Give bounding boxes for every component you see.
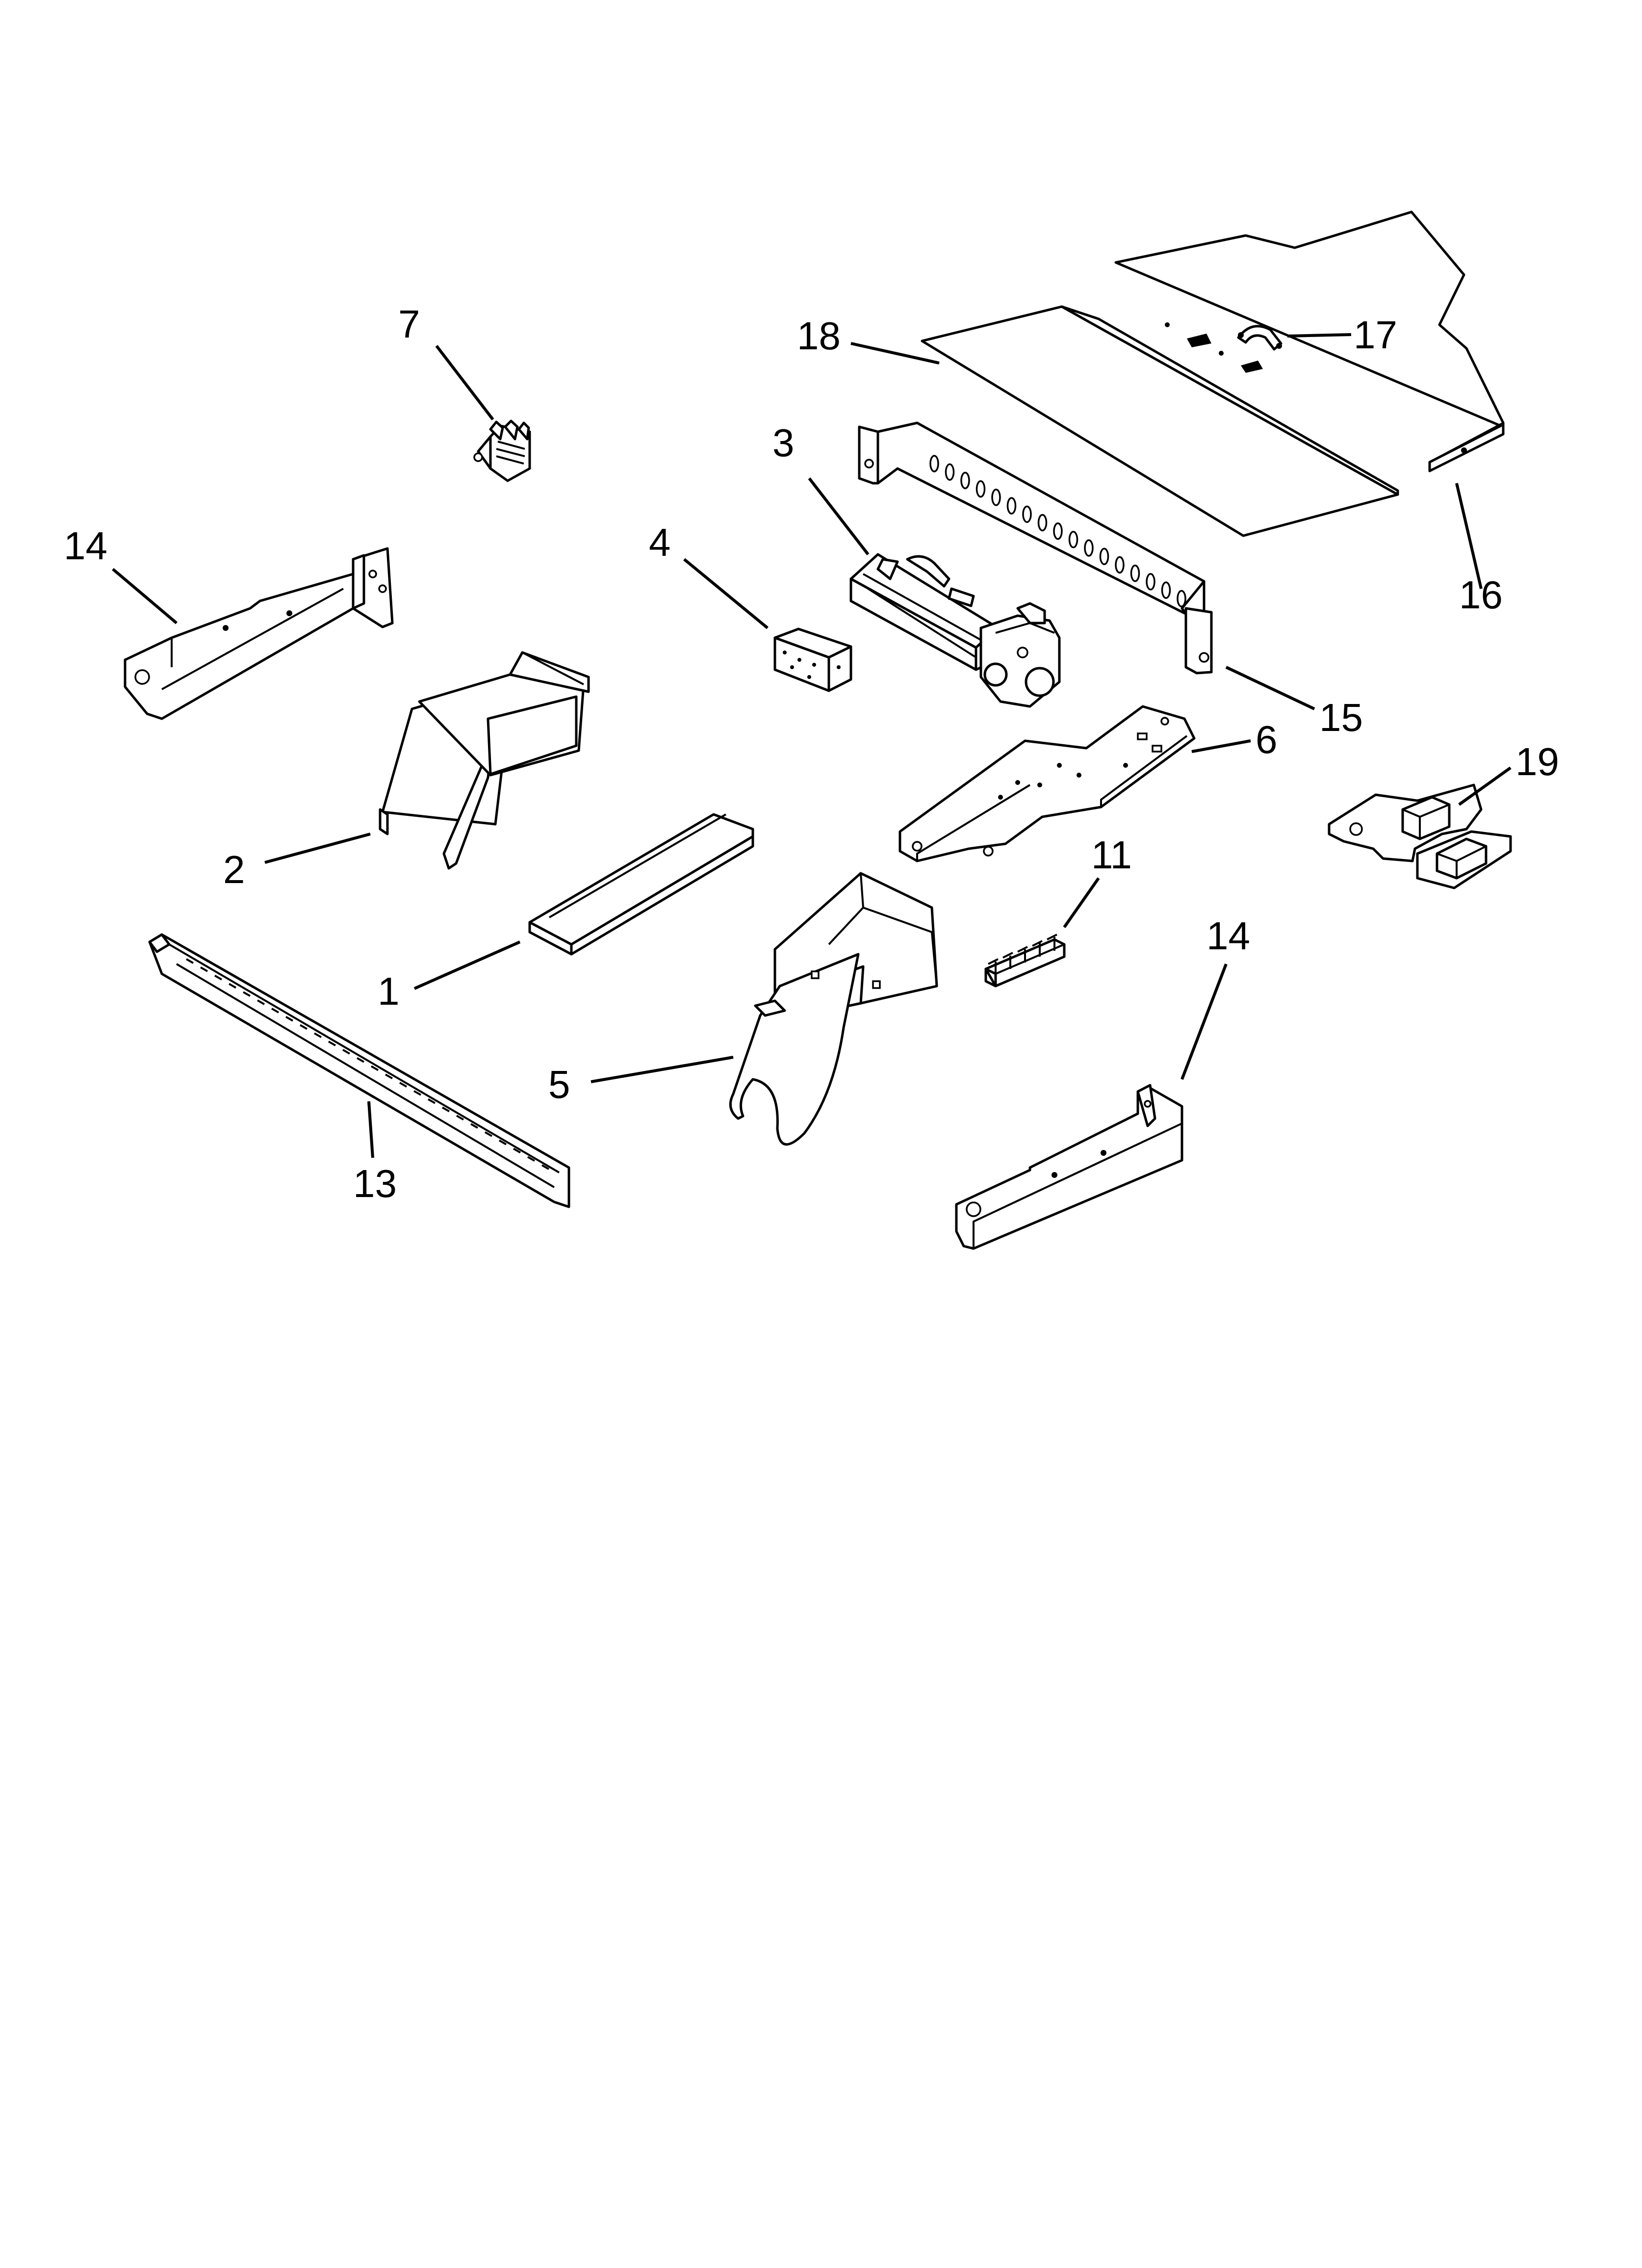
part-17-clip (1237, 325, 1283, 351)
leader-14b (1180, 963, 1228, 1080)
rail-tick (243, 991, 251, 997)
callout-11: 11 (1091, 833, 1132, 877)
rail-slot (1037, 514, 1048, 532)
rail-tick (342, 1049, 350, 1055)
rail-tick (271, 1008, 279, 1014)
leader-5 (590, 1056, 734, 1083)
callout-3: 3 (772, 421, 795, 465)
callout-14a: 14 (64, 524, 107, 568)
rail-slot (1177, 590, 1186, 607)
part-13-rail (148, 933, 570, 1208)
rail-slot (991, 489, 1001, 506)
part-14-right-bracket (955, 1084, 1183, 1250)
part-14-left-bracket (124, 547, 394, 720)
callout-17: 17 (1354, 313, 1397, 357)
callout-18: 18 (797, 314, 841, 358)
leader-3 (808, 477, 870, 555)
part-1-bar (528, 813, 754, 956)
rail-tick (385, 1073, 393, 1079)
rail-tick (186, 958, 194, 964)
rail-tick (470, 1123, 478, 1129)
rail-slot (975, 480, 986, 498)
rail-tick (357, 1057, 364, 1063)
rail-tick (257, 999, 265, 1005)
rail-tick (371, 1065, 379, 1071)
callout-14b: 14 (1206, 914, 1250, 958)
rail-slot (1115, 556, 1125, 574)
part-16-top-panel (1114, 210, 1505, 472)
leader-18 (850, 342, 940, 365)
rail-tick (485, 1131, 492, 1137)
leader-15 (1225, 666, 1315, 710)
rail-tick (328, 1041, 336, 1046)
rail-tick (499, 1139, 507, 1146)
callout-7: 7 (398, 302, 420, 346)
leader-4 (683, 558, 769, 629)
part-5-basket-duct (729, 872, 938, 1146)
rail-slot (1146, 573, 1155, 591)
rail-tick (285, 1016, 293, 1022)
leader-7 (435, 345, 494, 420)
callout-4: 4 (649, 521, 671, 564)
rail-tick (541, 1164, 549, 1170)
rail-tick (413, 1090, 421, 1096)
part-7-transformer (473, 419, 531, 482)
callout-2: 2 (223, 848, 245, 891)
rail-tick (314, 1032, 322, 1038)
rail-tick (456, 1115, 464, 1121)
leader-2 (264, 833, 371, 864)
rail-slot (1130, 564, 1140, 582)
rail-tick (442, 1106, 450, 1113)
leader-1 (413, 940, 521, 990)
rail-slot (1161, 581, 1171, 599)
rail-tick (300, 1024, 308, 1030)
part-15-perforated-rail (858, 421, 1213, 675)
callout-13: 13 (353, 1162, 397, 1205)
leader-16 (1455, 483, 1483, 589)
leader-13 (367, 1101, 374, 1158)
callout-5: 5 (548, 1063, 570, 1106)
leader-lines (112, 333, 1512, 1158)
rail-tick (200, 966, 208, 972)
callout-16: 16 (1459, 573, 1503, 617)
rail-slot (960, 471, 970, 490)
part-11-terminal-block (984, 934, 1066, 988)
leader-19 (1458, 766, 1512, 806)
rail-slot (929, 455, 939, 472)
rail-tick (527, 1156, 535, 1162)
leader-14a (112, 568, 178, 625)
rail-slot (1099, 547, 1109, 565)
part-2-duct (379, 651, 590, 870)
part-6-mount-plate (898, 705, 1196, 862)
callout-6: 6 (1256, 718, 1278, 761)
part-18-shield (921, 305, 1399, 537)
rail-tick (229, 983, 236, 989)
callout-19: 19 (1515, 740, 1559, 783)
callout-15: 15 (1319, 696, 1363, 739)
rail-tick (399, 1082, 407, 1088)
rail-tick (428, 1098, 436, 1104)
rail-tick (513, 1147, 521, 1154)
callout-1: 1 (378, 969, 400, 1013)
rail-slot (1022, 505, 1032, 523)
part-4-block (773, 627, 852, 692)
rail-tick (214, 974, 222, 981)
leader-6 (1191, 739, 1251, 753)
rail-slot (945, 463, 955, 481)
rail-slot (1084, 539, 1094, 557)
leader-17 (1287, 333, 1352, 338)
callout-labels: 7 18 17 3 14 4 16 15 6 19 2 11 14 1 5 13 (64, 302, 1559, 1205)
leader-11 (1063, 877, 1100, 928)
rail-slot (1006, 497, 1017, 515)
part-19-switch-bracket (1328, 783, 1512, 889)
part-3-motor-assembly (849, 553, 1061, 708)
rail-slot (1068, 531, 1078, 548)
rail-slot (1053, 522, 1063, 540)
